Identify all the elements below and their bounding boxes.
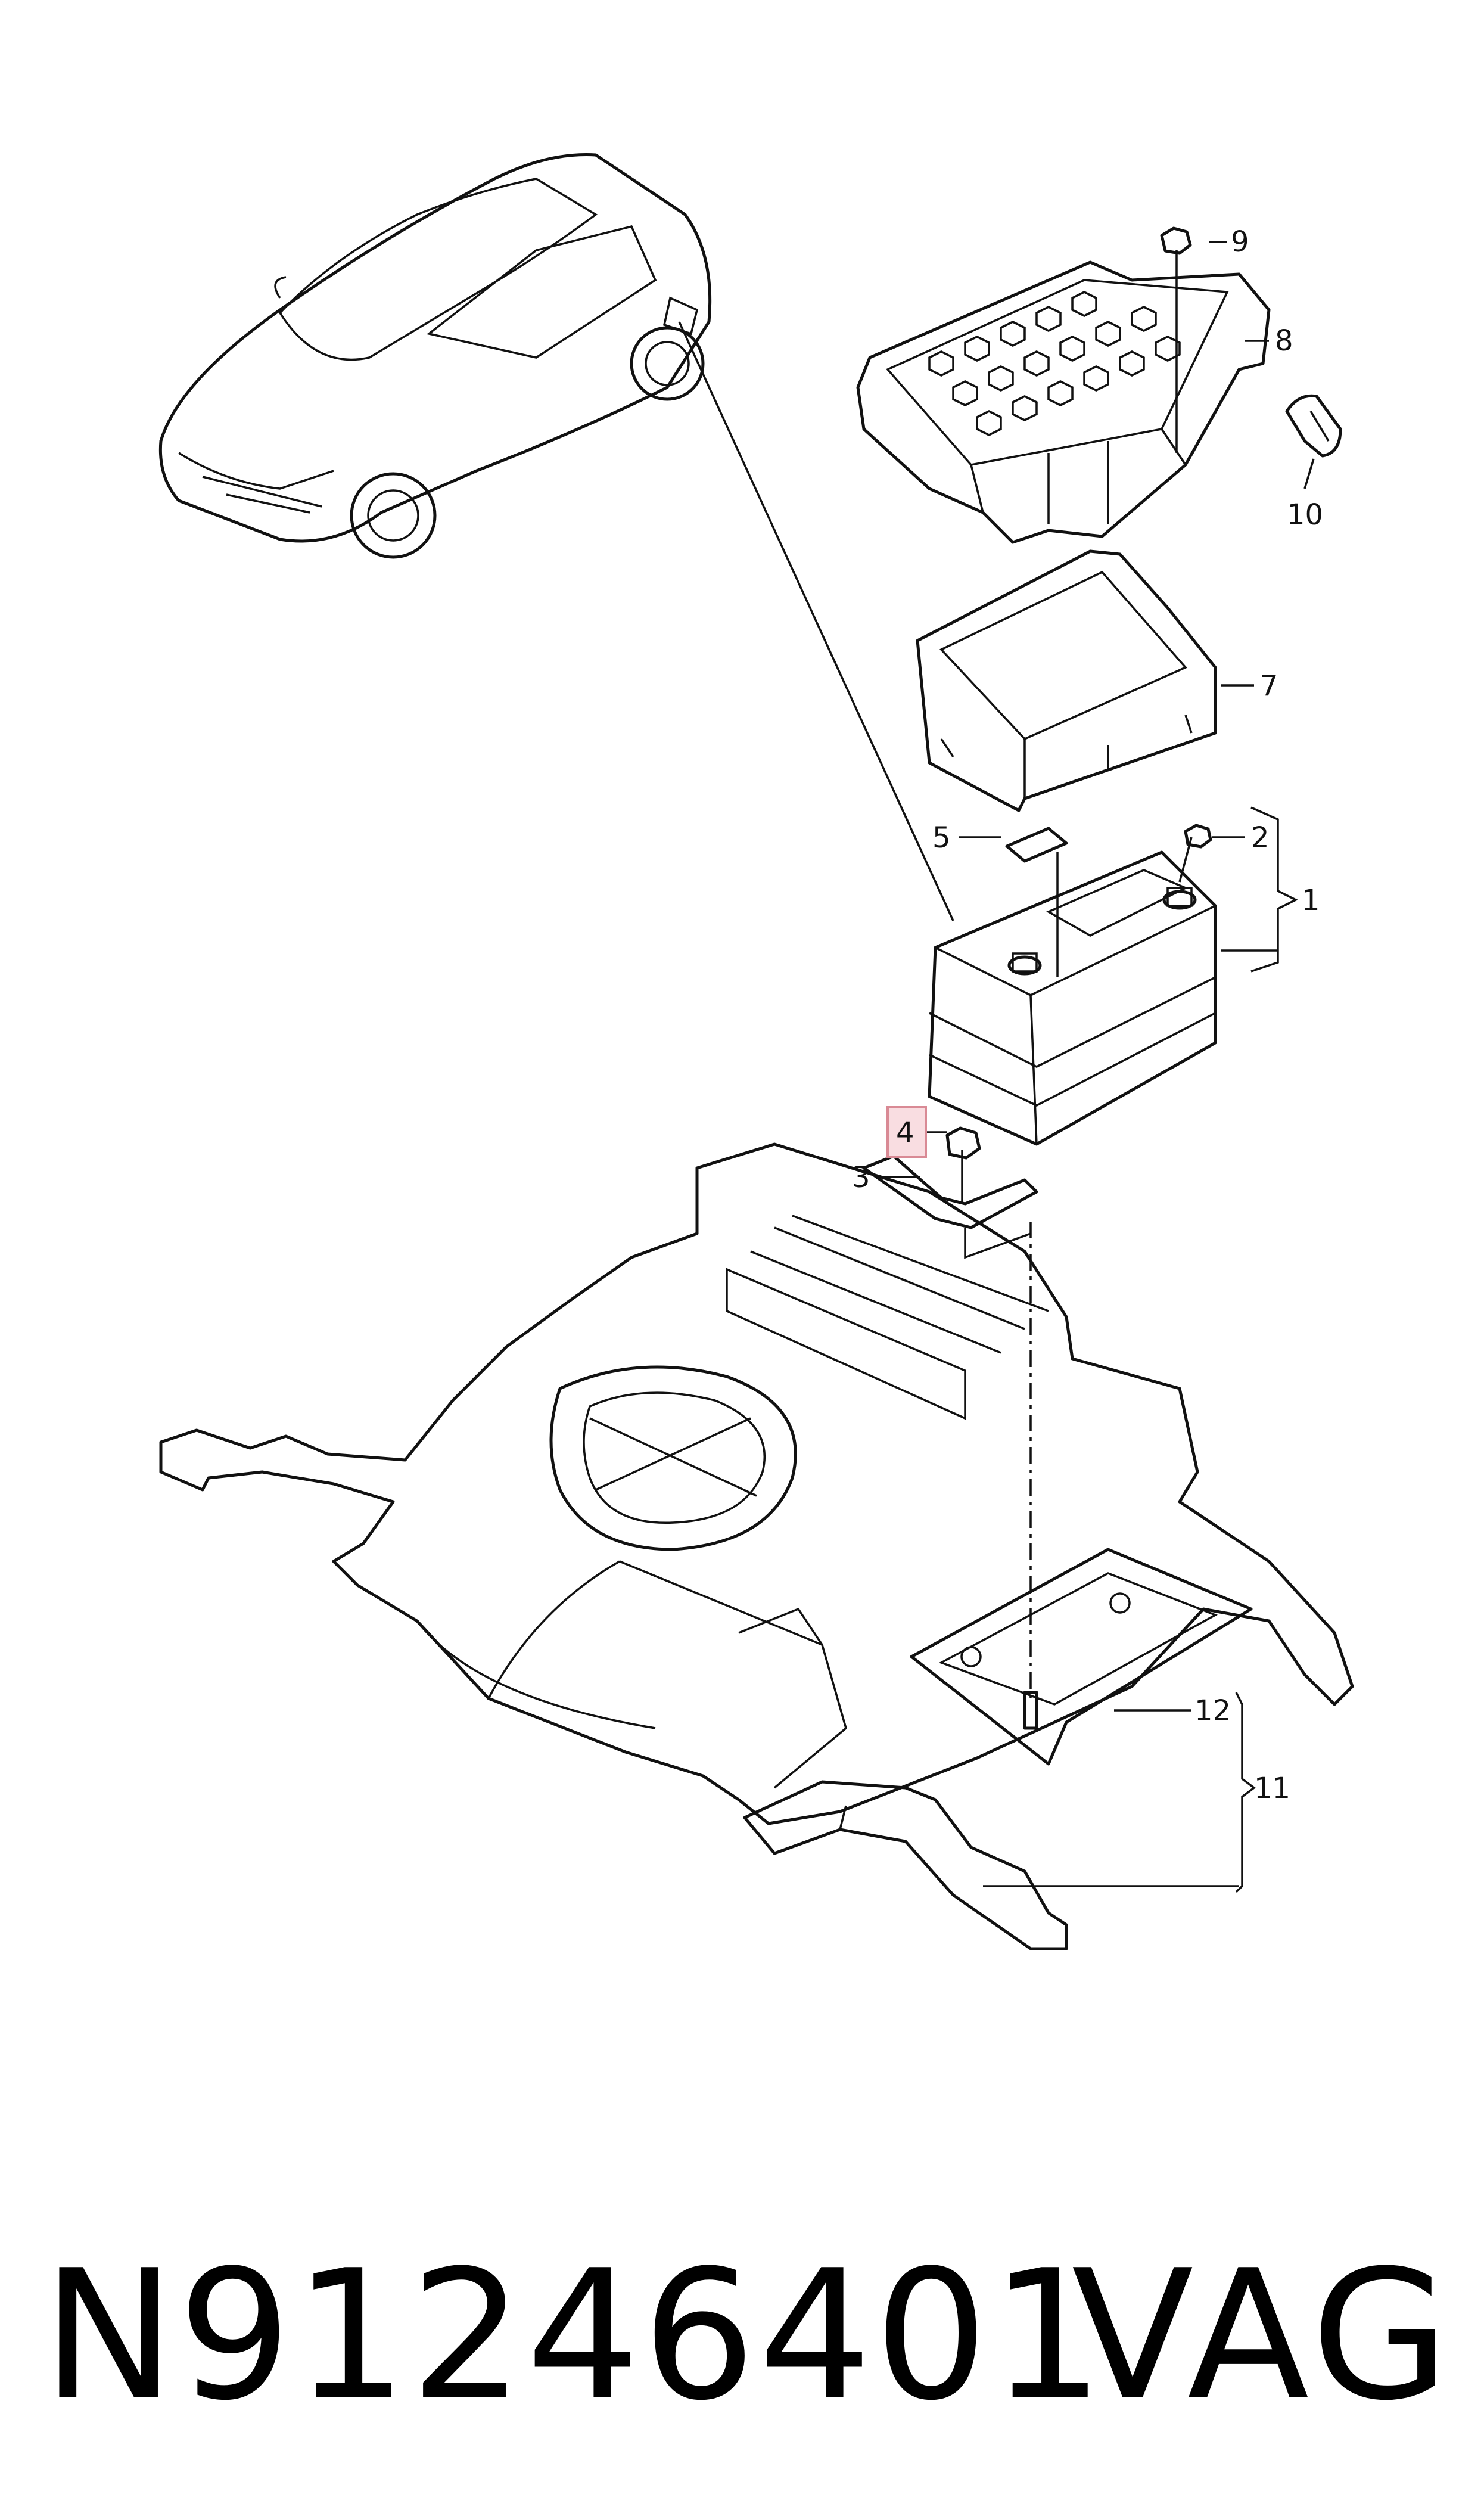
callout-1: 1 [1302, 884, 1320, 917]
callout-11: 11 [1254, 1772, 1290, 1805]
stud-bolt [1023, 1691, 1038, 1730]
callout-9: 9 [1231, 225, 1249, 259]
callout-3: 3 [852, 1161, 870, 1194]
callout-4: 4 [896, 1116, 914, 1150]
battery-box [916, 549, 1217, 812]
callout-5: 5 [932, 821, 951, 855]
chassis-frame [159, 1142, 1354, 1825]
battery-cover [856, 260, 1271, 544]
battery-tray [910, 1548, 1253, 1766]
callout-8: 8 [1275, 324, 1293, 358]
brand-label: VAG [1071, 2232, 1454, 2440]
cross-member [743, 1780, 1068, 1950]
callout-2: 2 [1251, 821, 1270, 855]
part-number: N91246401 [42, 2232, 1107, 2440]
vent-elbow-10 [1285, 394, 1342, 458]
bolt-2 [1184, 824, 1212, 849]
car-location-leader [678, 321, 954, 921]
car-illustration [158, 153, 712, 559]
callout-7: 7 [1260, 669, 1278, 703]
callout-labels: 9 8 10 7 2 1 5 4 3 12 11 [852, 225, 1323, 1805]
callout-10: 10 [1287, 498, 1323, 532]
pad-5 [1005, 827, 1068, 863]
callout-4-highlight [886, 1106, 927, 1158]
callout-12: 12 [1194, 1694, 1231, 1728]
hold-down-clamp [862, 1126, 1038, 1229]
callout-leaders [882, 241, 1315, 1893]
nut-9 [1160, 226, 1192, 453]
battery [928, 850, 1217, 1146]
